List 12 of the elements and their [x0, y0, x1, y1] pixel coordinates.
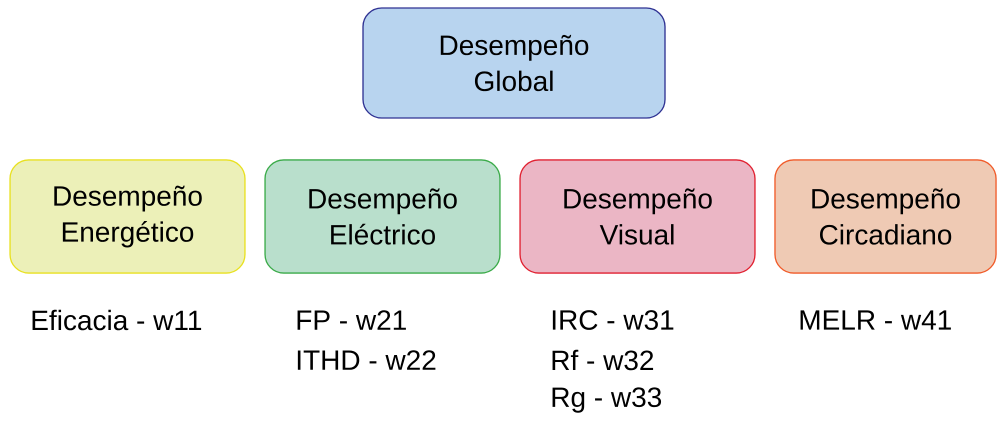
weight-label: IRC - w31 — [552, 310, 674, 330]
weight-label: Rf - w32 — [552, 350, 654, 370]
weight-label: Eficacia - w11 — [32, 310, 202, 330]
category-box: Desempeño Circadiano — [774, 159, 997, 274]
weight-label: Rg - w33 — [552, 387, 662, 413]
category-box: Desempeño Energético — [9, 159, 246, 274]
weight-label: MELR - w41 — [800, 310, 951, 330]
category-box: Desempeño Eléctrico — [264, 159, 501, 274]
weight-label: ITHD - w22 — [298, 350, 436, 370]
weight-label: FP - w21 — [298, 310, 406, 330]
category-box: Desempeño Global — [362, 7, 666, 119]
category-box: Desempeño Visual — [519, 159, 756, 274]
